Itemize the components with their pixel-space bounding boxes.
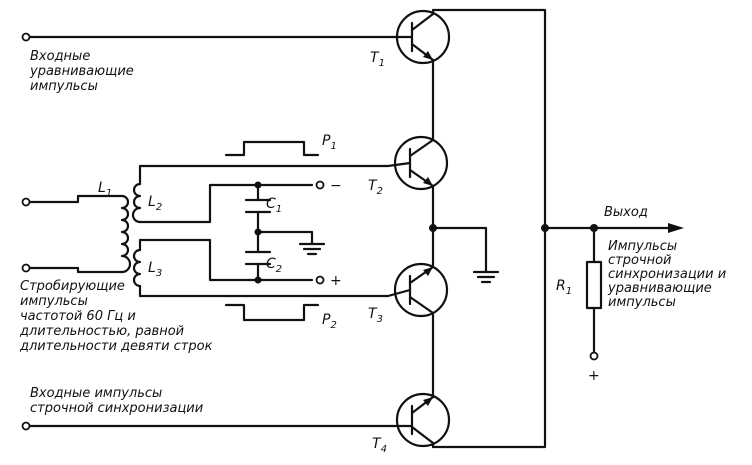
label-l2: L2 <box>148 194 162 213</box>
svg-text:Стробирующие: Стробирующие <box>20 279 125 294</box>
svg-text:частотой 60 Гц и: частотой 60 Гц и <box>20 309 136 324</box>
label-l3: L3 <box>148 260 162 279</box>
minus-sign: − <box>330 178 342 194</box>
svg-text:импульсы: импульсы <box>608 295 676 310</box>
svg-text:строчной: строчной <box>608 253 672 268</box>
label-p1: P1 <box>322 133 337 152</box>
label-t1: T1 <box>370 50 385 69</box>
ground-symbol-left <box>298 242 326 256</box>
label-r1: R1 <box>556 278 572 297</box>
svg-text:Импульсы: Импульсы <box>608 239 677 254</box>
pulse-p1-waveform <box>224 140 320 157</box>
output-caption: Выход Импульсы строчной синхронизации и … <box>604 205 726 310</box>
svg-text:строчной синхронизации: строчной синхронизации <box>30 401 203 416</box>
svg-text:уравнивающие: уравнивающие <box>607 281 712 296</box>
svg-text:Входные: Входные <box>30 49 90 64</box>
label-t2: T2 <box>368 178 383 197</box>
label-t3: T3 <box>368 306 383 325</box>
svg-text:длительности девяти строк: длительности девяти строк <box>19 339 213 354</box>
plus-sign: + <box>330 273 342 289</box>
label-t4: T4 <box>372 436 387 455</box>
transistor-t2 <box>393 135 449 191</box>
component-labels: T1 T2 T3 T4 L1 L2 L3 C1 C2 R1 P1 P2 − + … <box>98 50 600 455</box>
junctions <box>254 181 598 284</box>
transistor-t4 <box>395 392 451 448</box>
svg-text:Входные импульсы: Входные импульсы <box>30 386 162 401</box>
resistor-r1 <box>585 260 603 310</box>
winding-l2 <box>131 182 142 224</box>
strobe-input-caption: Стробирующие импульсы частотой 60 Гц и д… <box>19 279 213 354</box>
svg-text:уравнивающие: уравнивающие <box>29 64 134 79</box>
svg-text:импульсы: импульсы <box>30 79 98 94</box>
label-c1: C1 <box>266 196 282 215</box>
sync-input-caption: Входные импульсы строчной синхронизации <box>30 386 203 416</box>
label-p2: P2 <box>322 312 337 331</box>
transistor-t1 <box>395 9 451 65</box>
wiring <box>24 8 684 449</box>
plus-sign-output: + <box>588 368 600 384</box>
label-l1: L1 <box>98 180 112 199</box>
svg-text:синхронизации и: синхронизации и <box>608 267 726 282</box>
winding-l3 <box>132 248 142 288</box>
output-label: Выход <box>604 205 648 220</box>
svg-text:импульсы: импульсы <box>20 294 88 309</box>
pulse-p2-waveform <box>224 303 320 322</box>
equalizing-input-caption: Входные уравнивающие импульсы <box>29 49 134 94</box>
ground-symbol-right <box>472 270 500 284</box>
transistor-t3 <box>393 262 449 318</box>
svg-text:длительностью, равной: длительностью, равной <box>19 324 184 339</box>
transformer-l1 <box>120 194 132 274</box>
capacitor-c1 <box>244 198 272 214</box>
label-c2: C2 <box>266 256 282 275</box>
capacitor-c2 <box>244 250 272 266</box>
terminals <box>21 32 599 431</box>
